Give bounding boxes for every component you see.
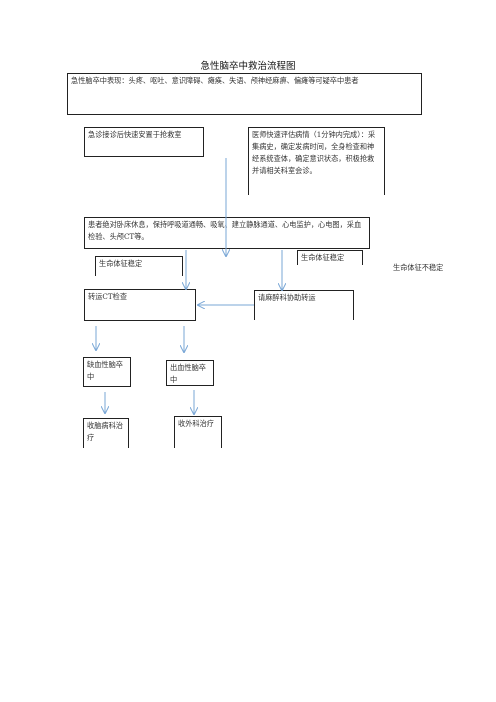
neurology-box: 收脑病科治疗 — [83, 418, 129, 448]
ct-transfer-box: 转运CT检查 — [84, 289, 196, 321]
hemorrhagic-box: 出血性脑卒中 — [166, 360, 214, 386]
surgery-box: 收外科治疗 — [174, 416, 222, 448]
treatment-box: 患者绝对卧床休息，保持呼吸道通畅、吸氧、建立静脉通道、心电监护，心电图，采血检验… — [84, 217, 370, 249]
stable-left-box: 生命体征稳定 — [95, 256, 183, 276]
symptoms-box: 急性脑卒中表现：头疼、呕吐、意识障碍、瘫痪、失语、颅神经麻痹、偏瘫等可疑卒中患者 — [67, 73, 422, 115]
unstable-label: 生命体征不稳定 — [393, 263, 444, 272]
ischemic-box: 缺血性脑卒中 — [83, 357, 131, 387]
anesthesia-box: 请麻醉科协助转运 — [254, 290, 354, 320]
triage-box: 急诊接诊后快速安置于抢救室 — [84, 127, 204, 157]
assessment-box: 医师快速评估病情（1分钟内完成）：采集病史，确定发病时间，全身检查和神经系统查体… — [248, 127, 385, 195]
page-title: 急性脑卒中救治流程图 — [200, 61, 296, 72]
stable-right-box: 生命体征稳定 — [297, 250, 363, 265]
